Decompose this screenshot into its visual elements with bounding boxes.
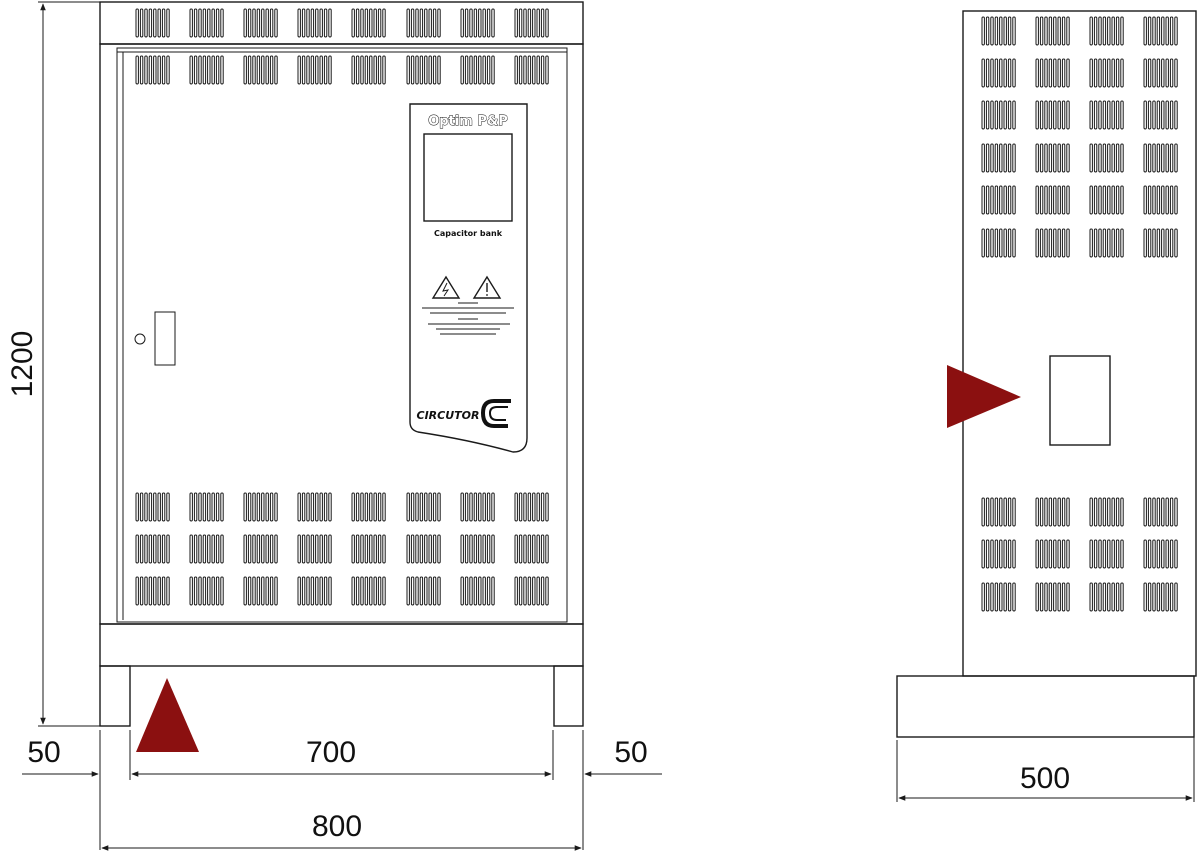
plinth [99,623,584,667]
cabinet-body [99,43,584,625]
side-access-panel [1049,355,1111,446]
width-breakdown-dimension: 50 700 50 [22,730,662,850]
top-vents [135,8,549,38]
brand-name: CIRCUTOR [417,409,480,422]
top-cap [99,1,584,45]
left-margin-label: 50 [27,736,60,769]
door-lower-vents [135,492,549,606]
circutor-logo-icon [480,399,511,428]
door-upper-vents [135,55,549,85]
inner-width-label: 700 [306,736,356,769]
side-direction-marker [947,365,1021,428]
door-handle[interactable] [154,311,176,366]
door-lock-icon[interactable] [134,333,146,345]
warning-icon [472,275,502,299]
side-plinth [896,675,1195,738]
cabinet-door[interactable] [116,47,568,623]
side-view [896,10,1197,738]
right-margin-label: 50 [614,736,647,769]
total-width-label: 800 [312,810,362,843]
height-label: 1200 [6,331,39,398]
product-name: Optim P&P [428,114,508,129]
depth-label: 500 [1020,762,1070,795]
right-foot [553,665,584,727]
front-view: Optim P&P Capacitor bank [99,1,584,752]
controller-display [423,133,513,222]
left-foot [99,665,131,727]
height-dimension: 1200 [6,1,100,727]
total-width-dimension: 800 [101,810,582,851]
side-upper-vents [981,16,1178,258]
panel-subtitle: Capacitor bank [434,229,503,238]
electrical-hazard-icon [431,275,461,299]
depth-dimension: 500 [896,680,1195,802]
front-direction-marker [136,678,199,752]
front-panel: Optim P&P Capacitor bank [409,103,528,453]
warning-text [422,302,514,335]
side-lower-vents [981,497,1178,612]
